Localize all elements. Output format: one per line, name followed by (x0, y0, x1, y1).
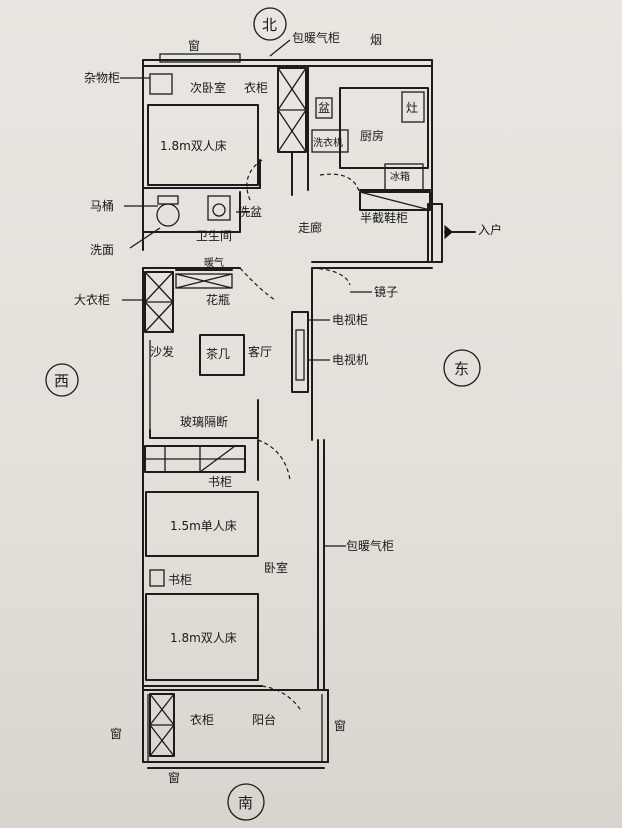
label-tv: 电视机 (332, 352, 368, 367)
leader-lines (120, 39, 476, 547)
label-corridor: 走廊 (298, 220, 322, 235)
label-washer: 洗衣机 (313, 136, 343, 149)
label-wardrobe-top: 衣柜 (244, 80, 268, 95)
label-window-left: 窗 (110, 727, 122, 741)
label-heater: 暖气 (204, 256, 224, 269)
label-bathroom: 卫生间 (196, 229, 232, 243)
compass-south: 南 (238, 794, 253, 812)
label-stove: 灶 (406, 101, 418, 115)
book-cabinet (144, 439, 291, 481)
compass-west: 西 (54, 372, 69, 390)
label-misc-cabinet: 杂物柜 (84, 71, 120, 85)
label-second-bedroom: 次卧室 (190, 80, 226, 95)
label-bedroom: 卧室 (264, 560, 288, 575)
label-desk: 书柜 (168, 573, 192, 587)
label-shoe-cabinet: 半截鞋柜 (360, 210, 408, 225)
label-tv-cabinet: 电视柜 (332, 312, 368, 327)
balcony (149, 693, 175, 757)
label-sofa: 沙发 (150, 344, 174, 359)
label-window-right: 窗 (334, 719, 346, 733)
label-hood: 烟 (370, 33, 382, 47)
label-book-cabinet: 书柜 (208, 475, 232, 489)
living-room (142, 267, 309, 439)
label-big-wardrobe: 大衣柜 (74, 292, 110, 307)
label-living-room: 客厅 (248, 344, 272, 359)
compass-north: 北 (262, 16, 277, 34)
label-bed-mid: 1.5m单人床 (170, 519, 237, 533)
label-basin: 洗盆 (238, 205, 262, 219)
label-balcony: 阳台 (252, 712, 276, 727)
bedroom (142, 491, 303, 713)
label-tea-table: 茶几 (206, 346, 230, 361)
compass-east: 东 (454, 360, 469, 378)
label-heater-cabinet: 包暖气柜 (346, 538, 394, 553)
label-fridge: 冰箱 (390, 170, 410, 183)
label-partition: 玻璃隔断 (180, 414, 228, 429)
label-kitchen: 厨房 (360, 128, 384, 143)
label-vase: 花瓶 (206, 292, 230, 307)
label-wash: 洗面 (90, 243, 114, 257)
label-top-cabinet: 包暖气柜 (292, 30, 340, 45)
south-marker (227, 783, 265, 821)
label-entry: 入户 (478, 222, 502, 237)
west-marker (45, 363, 79, 397)
label-bed-bottom: 1.8m双人床 (170, 631, 237, 645)
outer-walls (142, 53, 433, 769)
label-window-top: 窗 (188, 39, 200, 53)
second-bedroom (142, 65, 309, 196)
east-marker (443, 349, 481, 387)
corridor (239, 267, 351, 301)
bathroom (142, 159, 263, 233)
kitchen (311, 87, 433, 211)
north-marker (253, 7, 287, 41)
label-wardrobe-bottom: 衣柜 (190, 712, 214, 727)
label-sink: 盆 (318, 101, 330, 115)
label-window-bottom: 窗 (168, 771, 180, 785)
label-mirror: 镜子 (374, 284, 398, 299)
entry-frame (427, 203, 443, 263)
label-bed-top: 1.8m双人床 (160, 139, 227, 153)
label-toilet: 马桶 (90, 198, 114, 213)
